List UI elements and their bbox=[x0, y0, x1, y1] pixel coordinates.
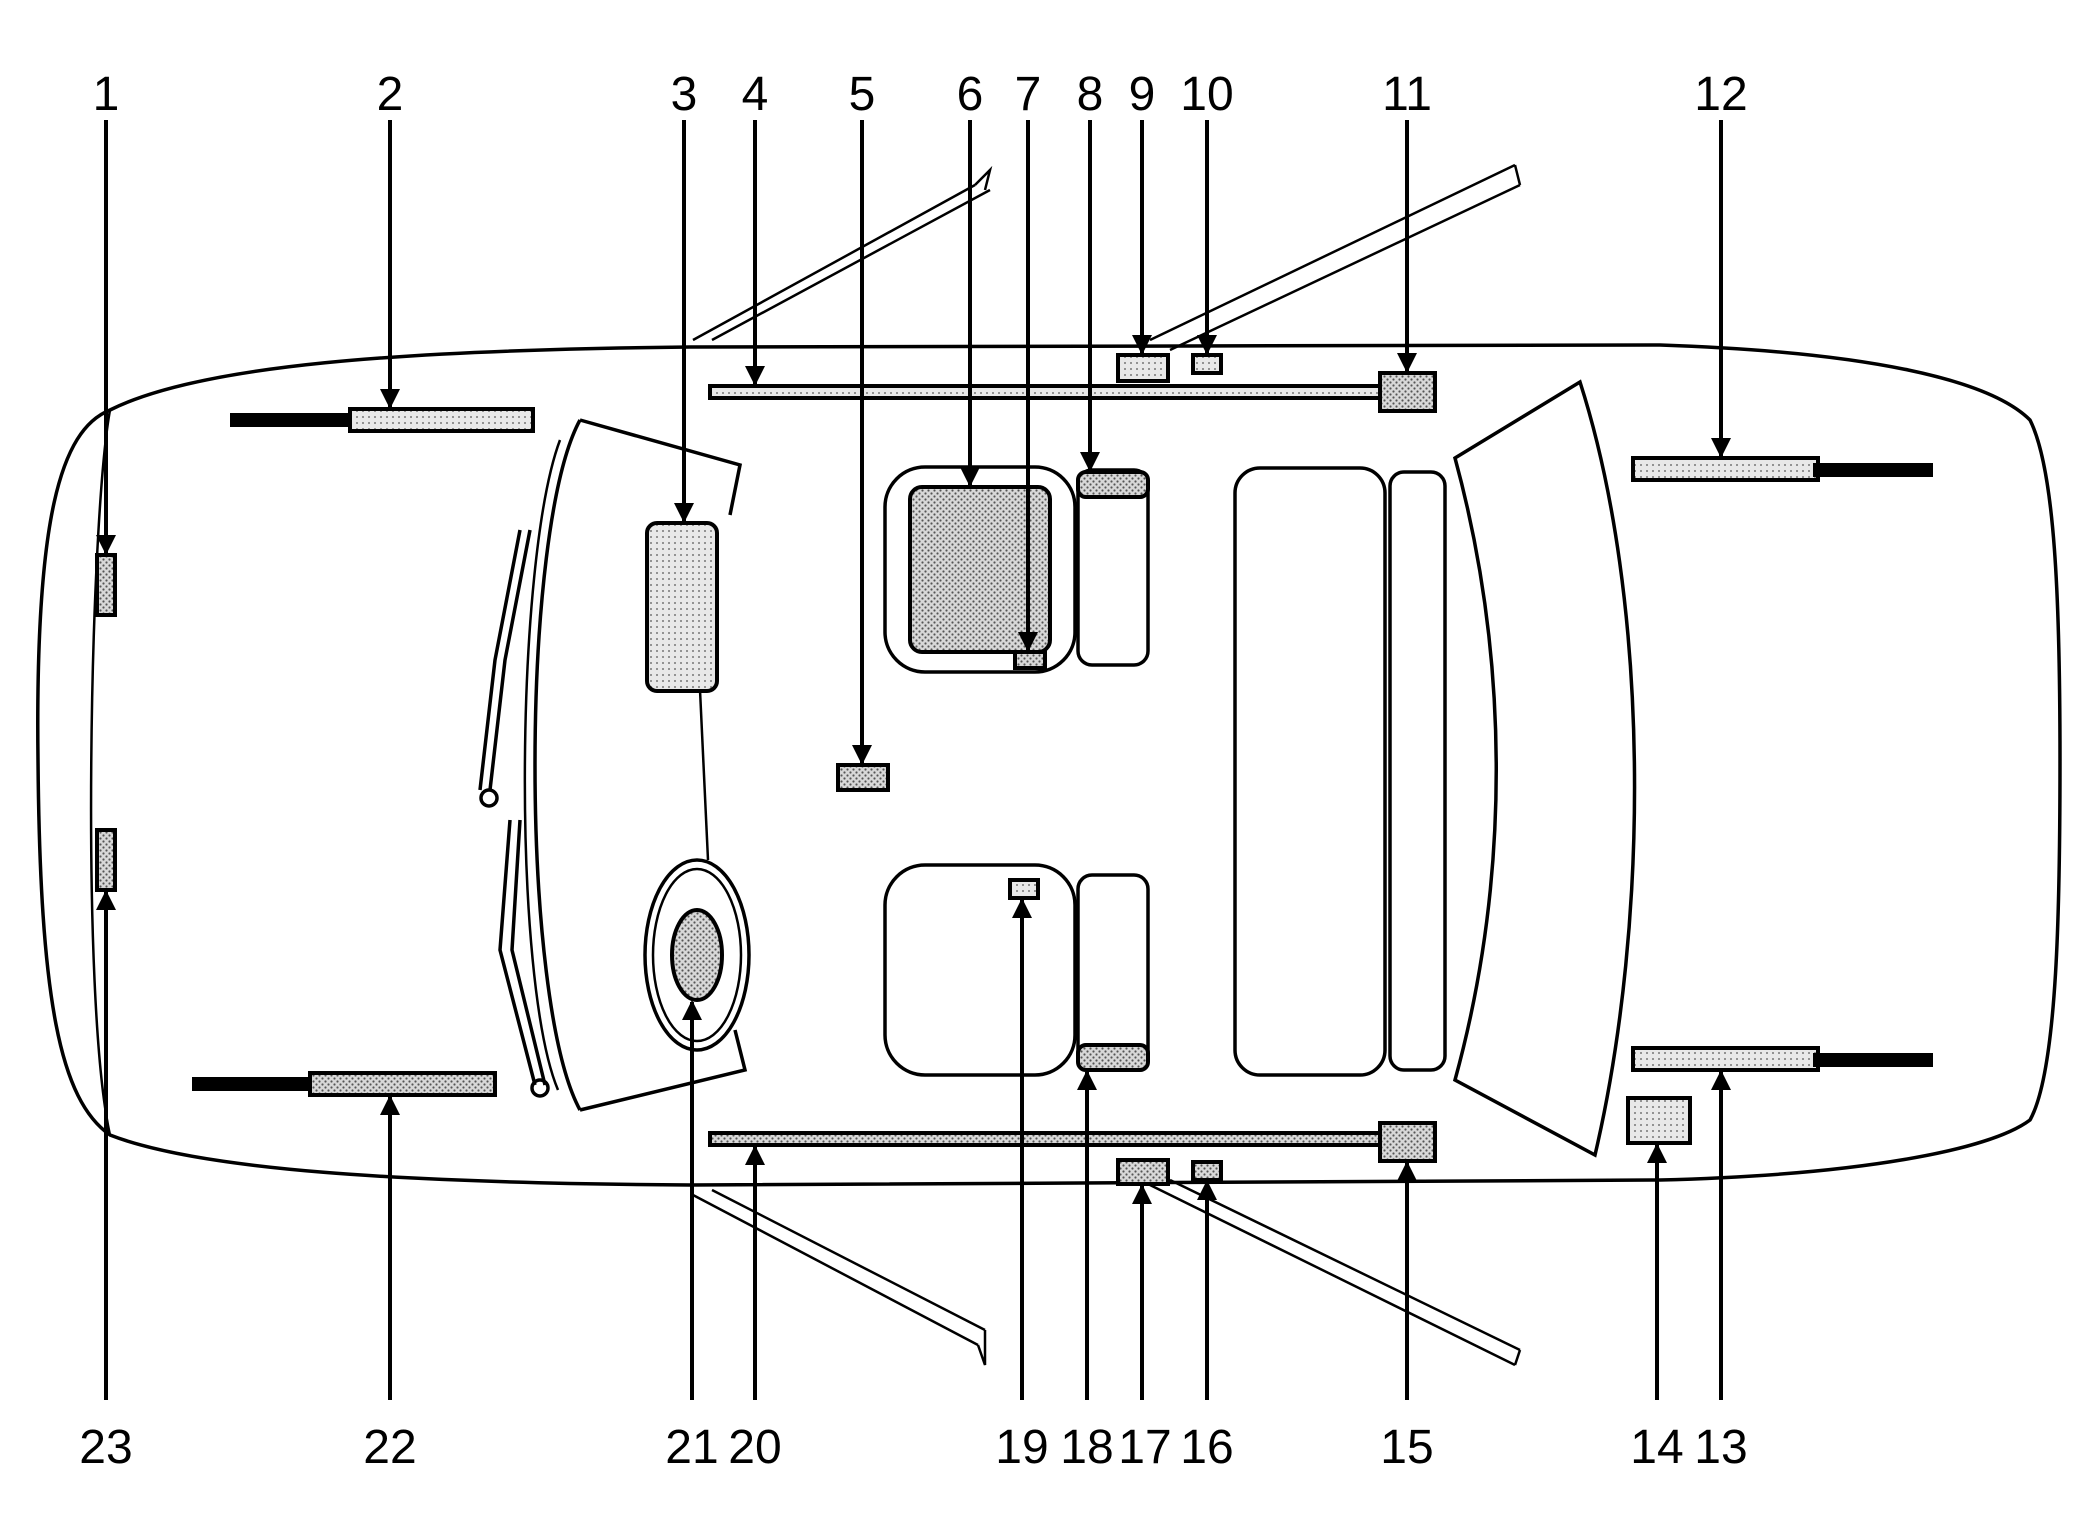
component-21 bbox=[670, 908, 724, 1002]
component-6 bbox=[908, 485, 1052, 654]
component-18 bbox=[1076, 1043, 1150, 1072]
callout-17: 17 bbox=[1118, 1421, 1171, 1474]
component-13 bbox=[1631, 1046, 1820, 1072]
callout-14: 14 bbox=[1630, 1421, 1683, 1474]
callout-numbers-bottom: 23 22 21 20 19 18 17 16 15 14 13 bbox=[79, 1421, 1747, 1474]
callout-11: 11 bbox=[1382, 68, 1432, 121]
component-12 bbox=[1631, 456, 1820, 482]
callout-12: 12 bbox=[1694, 68, 1747, 121]
component-19 bbox=[1008, 878, 1040, 900]
component-3 bbox=[645, 521, 719, 693]
leader-arrows-top bbox=[96, 120, 1731, 765]
leader-arrows-bottom bbox=[96, 890, 1731, 1400]
component-20 bbox=[708, 1131, 1392, 1147]
component-22-wire bbox=[192, 1077, 317, 1091]
component-10 bbox=[1191, 353, 1223, 375]
callout-16: 16 bbox=[1180, 1421, 1233, 1474]
component-8 bbox=[1076, 470, 1150, 499]
steering-wheel bbox=[643, 858, 751, 1052]
component-16 bbox=[1191, 1160, 1223, 1182]
component-5 bbox=[836, 763, 890, 792]
component-22 bbox=[308, 1071, 497, 1097]
rear-window bbox=[1452, 379, 1637, 1158]
rear-doors-open bbox=[1149, 163, 1522, 1367]
component-15 bbox=[1378, 1121, 1437, 1163]
callout-1: 1 bbox=[93, 68, 120, 121]
callout-6: 6 bbox=[957, 68, 984, 121]
callout-22: 22 bbox=[363, 1421, 416, 1474]
rear-seat bbox=[1233, 466, 1447, 1077]
component-17 bbox=[1116, 1158, 1170, 1186]
component-1 bbox=[95, 553, 117, 617]
windshield-wipers bbox=[478, 529, 550, 1098]
callout-4: 4 bbox=[742, 68, 769, 121]
callout-2: 2 bbox=[377, 68, 404, 121]
callout-10: 10 bbox=[1180, 68, 1233, 121]
callout-3: 3 bbox=[671, 68, 698, 121]
callout-9: 9 bbox=[1129, 68, 1156, 121]
component-9 bbox=[1116, 353, 1170, 383]
callout-13: 13 bbox=[1694, 1421, 1747, 1474]
callout-7: 7 bbox=[1015, 68, 1042, 121]
component-23 bbox=[95, 828, 117, 892]
component-2 bbox=[348, 407, 535, 433]
callout-23: 23 bbox=[79, 1421, 132, 1474]
callout-8: 8 bbox=[1077, 68, 1104, 121]
component-4 bbox=[708, 384, 1392, 400]
component-7 bbox=[1013, 650, 1047, 670]
callout-21: 21 bbox=[665, 1421, 718, 1474]
car-body-outline bbox=[36, 343, 2062, 1187]
component-2-wire bbox=[230, 413, 355, 427]
front-doors-open bbox=[692, 165, 993, 1366]
windshield bbox=[523, 418, 748, 1112]
callout-19: 19 bbox=[995, 1421, 1048, 1474]
callout-15: 15 bbox=[1380, 1421, 1433, 1474]
component-12-wire bbox=[1813, 463, 1933, 477]
steering-column-line bbox=[698, 689, 710, 861]
callout-5: 5 bbox=[849, 68, 876, 121]
callout-20: 20 bbox=[728, 1421, 781, 1474]
component-13-wire bbox=[1813, 1053, 1933, 1067]
component-11 bbox=[1378, 371, 1437, 413]
callout-numbers-top: 1 2 3 4 5 6 7 8 9 10 11 12 bbox=[93, 68, 1748, 121]
callout-18: 18 bbox=[1060, 1421, 1113, 1474]
component-14 bbox=[1626, 1096, 1692, 1145]
